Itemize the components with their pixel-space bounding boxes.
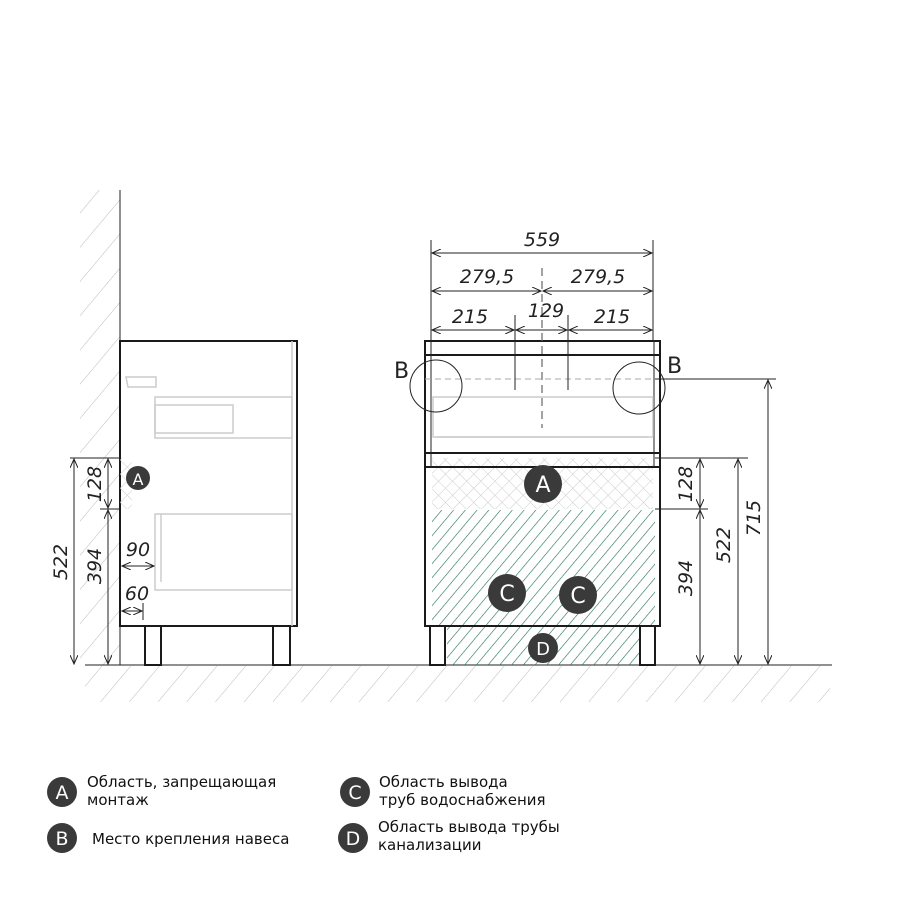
leg [429,625,446,666]
legend-item-c: C Область вывода труб водоснабжения [340,773,546,809]
dim-128: 128 [675,466,697,502]
dim-215-left: 215 [452,306,488,328]
dim-129: 129 [528,300,564,322]
front-markers: B B A C C D [394,354,682,663]
dim-128: 128 [84,466,106,502]
svg-text:C: C [348,782,361,804]
floor [85,664,832,702]
marker-c-right: C [570,584,585,609]
front-top-dimensions: 559 279,5 279,5 215 129 215 [430,229,654,341]
marker-c-left: C [499,582,514,607]
svg-text:Область вывода трубы: Область вывода трубы [378,818,560,836]
leg [144,625,162,666]
dim-279-5-left: 279,5 [460,266,514,288]
svg-text:канализации: канализации [378,836,481,854]
svg-text:A: A [56,782,69,804]
dim-522: 522 [50,544,72,580]
svg-text:Место крепления навеса: Место крепления навеса [92,830,289,848]
wall [80,190,121,665]
marker-a: A [535,473,550,498]
legend-item-d: D Область вывода трубы канализации [338,818,560,854]
marker-b-label-left: B [394,359,409,384]
svg-text:D: D [346,828,361,850]
marker-d: D [536,639,550,660]
side-dimensions: 522 128 394 90 60 [50,457,154,664]
legend-item-a: A Область, запрещающая монтаж [47,773,276,809]
dim-394: 394 [675,560,697,596]
leg [639,625,656,666]
dim-90: 90 [126,539,150,561]
side-marker-a: A [126,466,150,490]
svg-text:Область вывода: Область вывода [379,773,508,791]
front-right-dimensions: 715 522 128 394 [655,378,776,664]
legend: A Область, запрещающая монтаж B Место кр… [47,773,560,854]
dim-559: 559 [524,229,560,251]
svg-text:труб водоснабжения: труб водоснабжения [379,791,546,809]
leg [272,625,291,666]
legend-item-b: B Место крепления навеса [47,823,289,853]
dim-394: 394 [84,548,106,584]
svg-text:Область, запрещающая: Область, запрещающая [87,773,276,791]
svg-text:B: B [55,828,68,850]
svg-text:монтаж: монтаж [87,791,149,809]
svg-text:A: A [133,470,144,489]
zone-c-hatch [432,510,655,625]
marker-b-label-right: B [667,354,682,379]
dim-522: 522 [713,527,735,563]
marker-b-circle-right [612,361,666,415]
dim-60: 60 [125,583,149,605]
marker-b-circle-left [409,359,463,413]
side-view-cabinet [119,340,298,666]
dim-279-5-right: 279,5 [571,266,625,288]
dim-215-right: 215 [594,306,630,328]
hinge-icon [125,376,157,388]
dim-715: 715 [743,500,765,536]
